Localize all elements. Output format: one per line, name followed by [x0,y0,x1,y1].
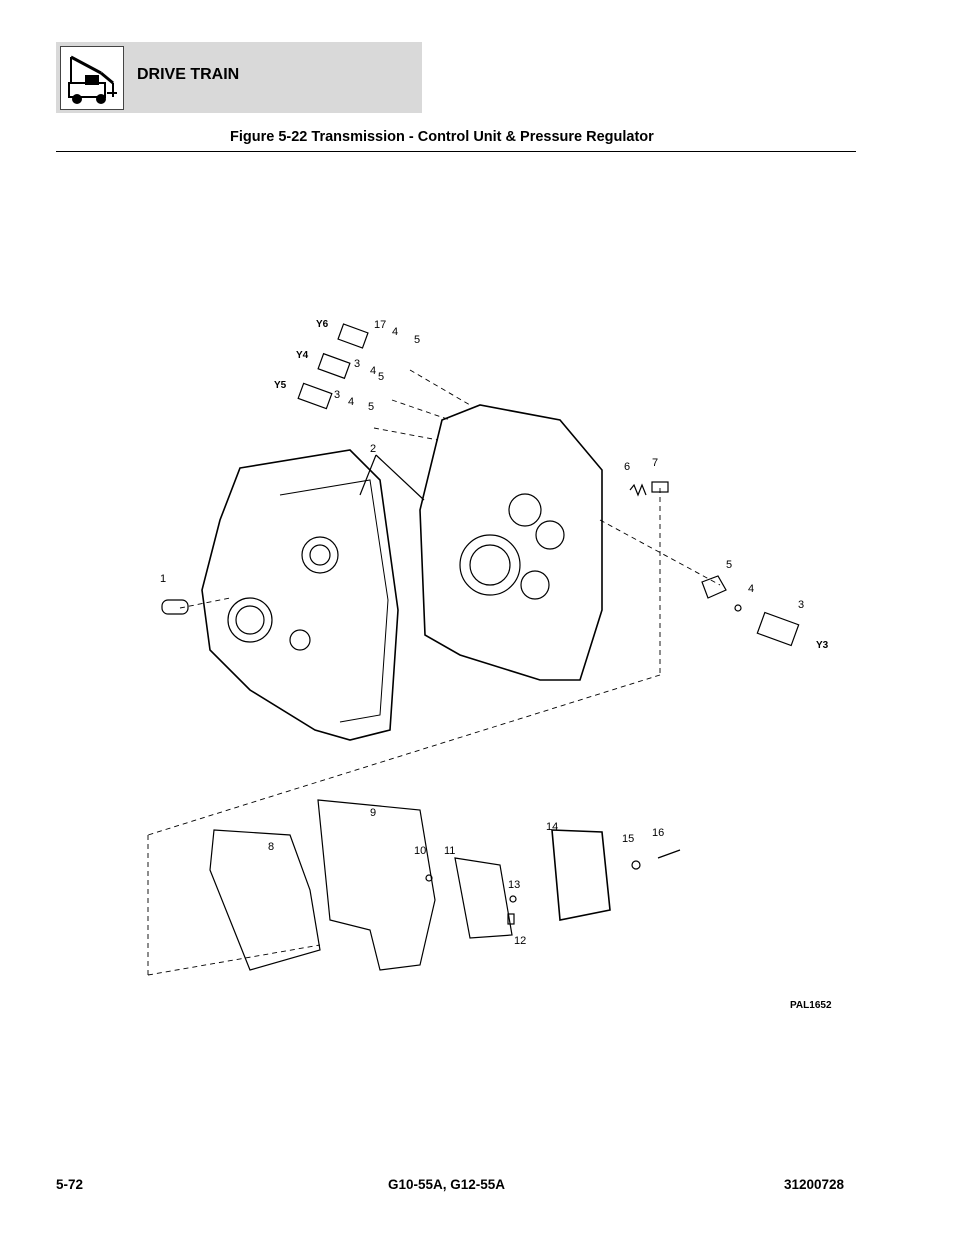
callout-5: 5 [414,334,420,346]
callout-6: 6 [624,461,630,473]
callout-14: 14 [546,821,558,833]
callout-17: 17 [374,319,386,331]
seal-sleeve-1 [161,599,189,615]
nut-15 [631,860,641,870]
callout-3: 3 [334,389,340,401]
callout-16: 16 [652,827,664,839]
exploded-parts-diagram: 17 4 5 Y6 Y4 Y5 3 4 5 3 4 5 2 6 7 1 5 4 … [147,319,832,1011]
callout-5: 5 [368,401,374,413]
callout-y3: Y3 [816,640,829,651]
plug-7 [651,481,669,493]
callout-3: 3 [354,358,360,370]
callout-4: 4 [748,583,754,595]
solenoid-valve-y4 [317,352,351,380]
retaining-plate-5-right [701,575,727,599]
spring-6 [629,483,647,497]
callout-4: 4 [392,326,398,338]
callout-9: 9 [370,807,376,819]
gasket-8 [209,829,321,971]
callout-12: 12 [514,935,526,947]
callout-11: 11 [444,845,455,857]
callout-y4: Y4 [296,350,309,361]
callout-2: 2 [370,443,376,455]
solenoid-valve-y6 [337,323,369,349]
callout-13: 13 [508,879,520,891]
callout-5: 5 [726,559,732,571]
control-valve-block-14 [551,829,611,921]
callout-4: 4 [370,365,376,377]
callout-10: 10 [414,845,426,857]
callout-8: 8 [268,841,274,853]
transmission-housing-left [201,449,399,741]
spring-12 [507,913,515,925]
callout-y6: Y6 [316,319,329,330]
section-title: DRIVE TRAIN [137,66,240,83]
transmission-housing-right [419,404,603,681]
callout-4: 4 [348,396,354,408]
solenoid-valve-y3 [756,611,800,647]
figure-title: Figure 5-22 Transmission - Control Unit … [230,129,654,145]
callout-15: 15 [622,833,634,845]
bolt-10 [425,874,433,882]
callout-3: 3 [798,599,804,611]
model-numbers: G10-55A, G12-55A [388,1177,506,1192]
callout-5: 5 [378,371,384,383]
manual-number: 31200728 [784,1177,845,1192]
page-number: 5-72 [56,1177,84,1192]
ball-13 [509,895,517,903]
plate-11 [454,857,513,939]
forklift-icon [60,46,124,110]
callout-y5: Y5 [274,380,287,391]
callout-1: 1 [160,573,166,585]
intermediate-plate-9 [317,799,436,971]
header-rule [56,151,856,152]
screw-16 [657,849,681,859]
solenoid-valve-y5 [297,382,333,410]
drawing-id: PAL1652 [790,1000,832,1011]
callout-7: 7 [652,457,658,469]
